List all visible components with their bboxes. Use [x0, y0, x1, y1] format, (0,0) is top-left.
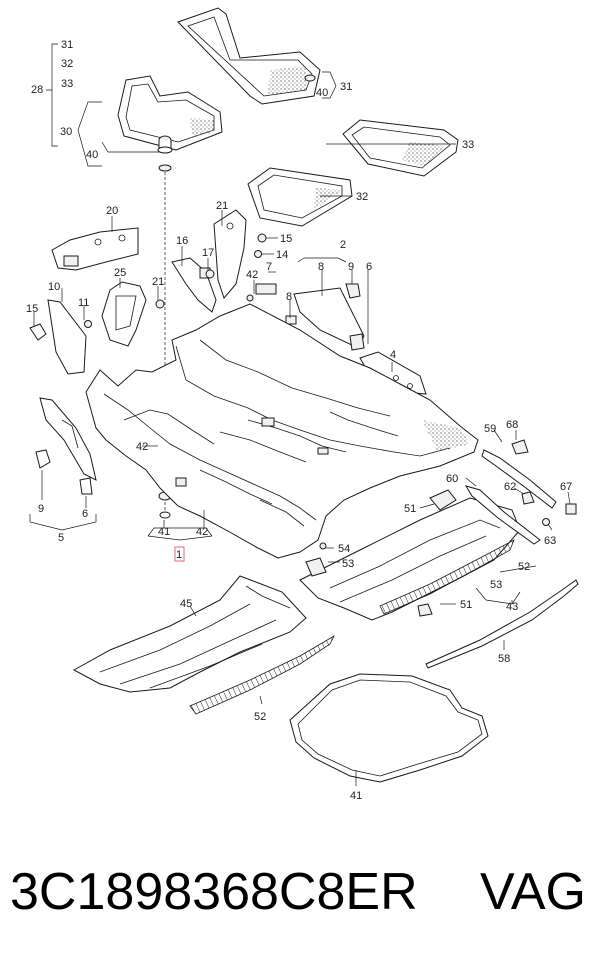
mat-fastener-40	[157, 135, 173, 172]
trim-strips	[305, 439, 579, 669]
callout-4: 4	[390, 349, 396, 361]
callout-31-right: 31	[340, 81, 352, 93]
main-floor-carpet	[85, 303, 479, 559]
rear-carpet-52	[72, 575, 307, 693]
part-10-trim	[47, 299, 87, 375]
callout-43: 41	[350, 790, 362, 802]
callout-30: 30	[60, 126, 72, 138]
mat-fastener-31	[304, 74, 316, 82]
callout-8-lower: 8	[286, 291, 292, 303]
floor-mat-rear-right	[342, 119, 459, 177]
callout-53-top: 51	[404, 503, 416, 515]
callout-42: 42	[196, 526, 208, 538]
floor-mat-front-right	[177, 7, 321, 105]
callout-56: 53	[342, 558, 354, 570]
part-info-footer: 3C1898368C8ER VAG	[0, 862, 600, 932]
part-5-side-trim	[39, 397, 97, 481]
part-25-trim	[101, 281, 147, 347]
callout-16: 17	[202, 247, 214, 259]
callout-2: 2	[340, 239, 346, 251]
callout-8: 8	[318, 261, 324, 273]
parts-exploded-diagram: 31 32 33 28 30 40 40 31 33 32 20 21 15 1…	[26, 7, 579, 802]
callout-67: 67	[560, 481, 572, 493]
callout-59: 58	[498, 653, 510, 665]
callout-6: 6	[366, 261, 372, 273]
callout-51: 51	[460, 599, 472, 611]
callout-52: 45	[180, 598, 192, 610]
callout-1-highlight	[174, 546, 185, 562]
small-fasteners	[29, 233, 365, 519]
leader-lines	[29, 43, 571, 786]
part-15-16-bracket	[171, 257, 217, 313]
callout-32: 32	[61, 58, 73, 70]
floor-mat-front-left	[117, 75, 223, 151]
callout-42-mid: 42	[136, 441, 148, 453]
callout-45: 42	[246, 269, 258, 281]
callout-54: 52	[518, 561, 530, 573]
callout-20: 21	[216, 200, 228, 212]
callout-5: 5	[58, 532, 64, 544]
rear-step-strip-54-left	[189, 634, 335, 715]
floor-mat-rear-left	[247, 167, 353, 227]
callout-58: 54	[338, 543, 350, 555]
callout-41: 41	[158, 526, 170, 538]
callout-33: 33	[61, 78, 73, 90]
callout-68: 68	[506, 419, 518, 431]
callout-9: 9	[348, 261, 354, 273]
callout-54-lower: 52	[254, 711, 266, 723]
callout-13: 15	[280, 233, 292, 245]
callout-40-left: 40	[86, 149, 98, 161]
callout-9-lower: 9	[38, 503, 44, 515]
callout-12: 14	[276, 249, 288, 261]
callout-14: 15	[26, 303, 38, 315]
callout-62: 60	[446, 473, 458, 485]
callout-1: 1	[176, 549, 182, 561]
callout-63: 62	[504, 481, 516, 493]
callout-10: 10	[48, 281, 60, 293]
part-20-bracket	[213, 209, 247, 299]
callout-60: 59	[484, 423, 496, 435]
callout-labels: 31 32 33 28 30 40 40 31 33 32 20 21 15 1…	[26, 39, 572, 802]
callout-28: 28	[31, 84, 43, 96]
callout-6-lower: 6	[82, 508, 88, 520]
luggage-floor-53	[299, 489, 521, 621]
callout-15: 16	[176, 235, 188, 247]
callout-32-right: 32	[356, 191, 368, 203]
callout-33-right: 33	[462, 139, 474, 151]
callout-21: 21	[152, 276, 164, 288]
callout-7: 7	[266, 261, 272, 273]
part-17-sill-plate	[51, 227, 139, 271]
callout-31: 31	[61, 39, 73, 51]
part-number: 3C1898368C8ER	[10, 863, 418, 921]
callout-50: 43	[506, 601, 518, 613]
luggage-mat-43	[289, 673, 489, 783]
callout-11: 11	[78, 297, 89, 309]
callout-17: 20	[106, 205, 118, 217]
callout-65: 63	[544, 535, 556, 547]
callout-40-right: 40	[316, 87, 328, 99]
brand-name: VAG	[480, 863, 586, 921]
callout-53: 53	[490, 579, 502, 591]
callout-25: 25	[114, 267, 126, 279]
